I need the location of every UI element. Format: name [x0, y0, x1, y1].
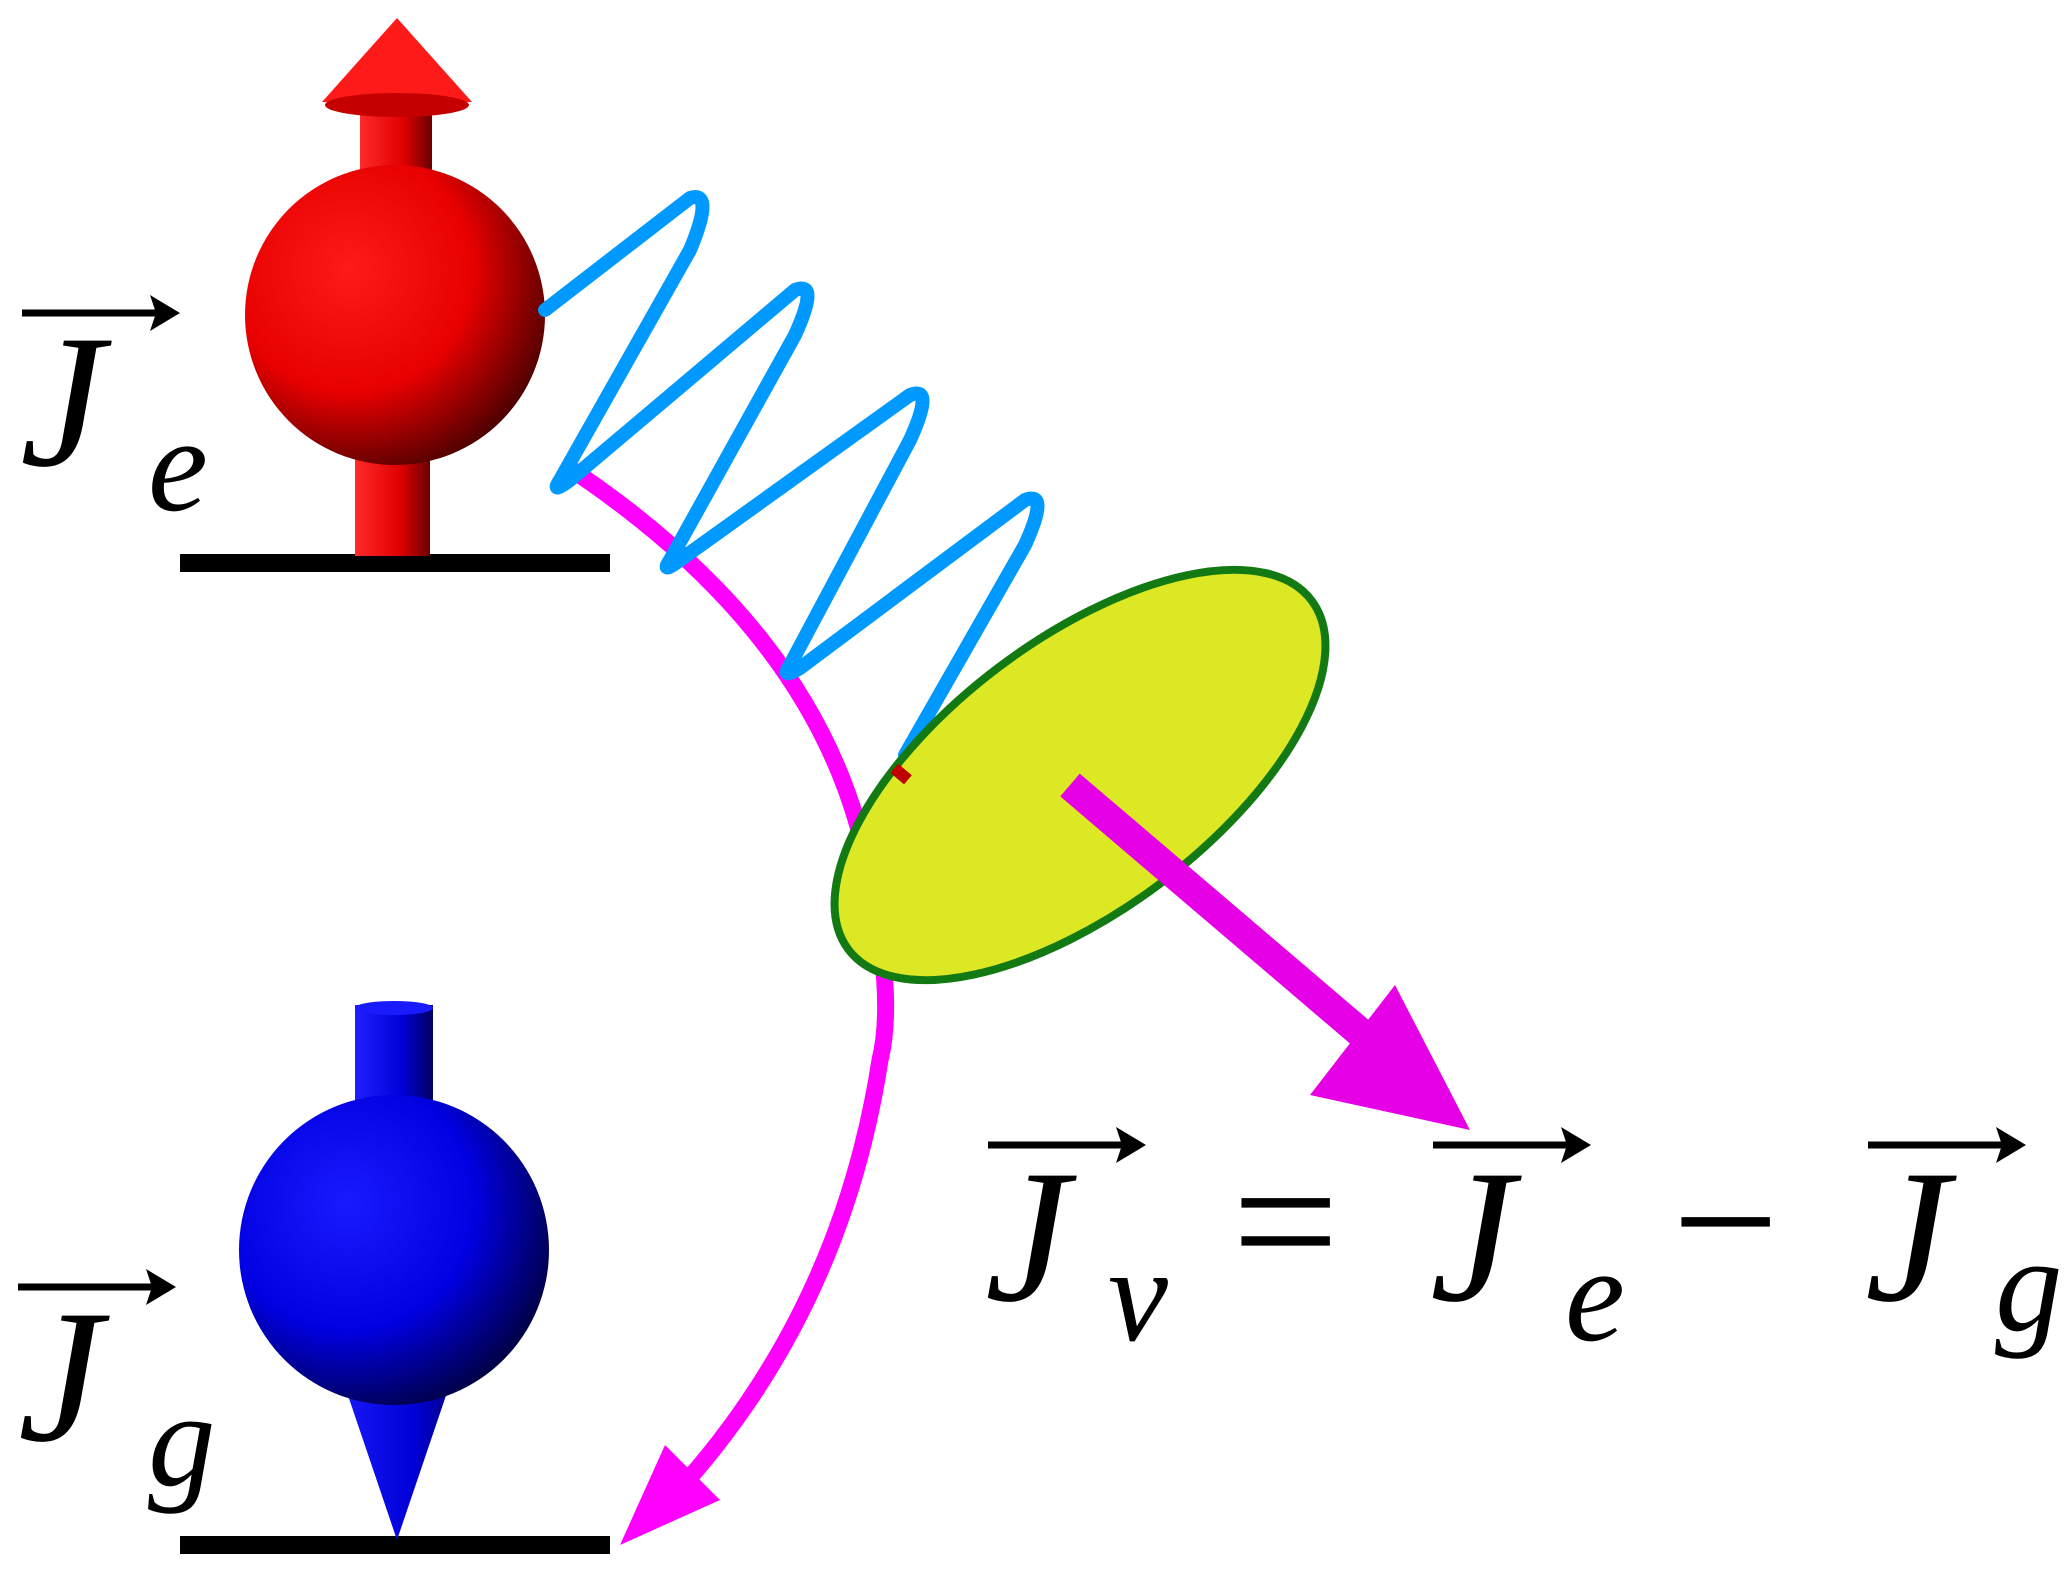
equation-lhs-symbol: J [985, 1132, 1077, 1342]
equation-equals: = [1232, 1117, 1339, 1327]
disc-marker [890, 763, 912, 785]
label-j-g-symbol: J [18, 1272, 110, 1482]
spin-up-icon [245, 18, 545, 556]
equation-term1-subscript: e [1565, 1221, 1625, 1370]
transition-arrowhead [620, 1445, 720, 1545]
transition-arc [560, 457, 895, 1511]
equation-term1-symbol: J [1430, 1132, 1522, 1342]
equation: J ν = J e − J g [985, 1117, 2063, 1370]
emission-arrowhead [1310, 985, 1470, 1130]
label-j-e-subscript: e [148, 391, 208, 540]
emission-arrow-shaft [1060, 773, 1420, 1087]
wave-packet-icon [538, 190, 1045, 762]
equation-term2-subscript: g [1995, 1211, 2063, 1360]
equation-minus: − [1672, 1117, 1779, 1327]
label-j-g: J g [18, 1269, 216, 1515]
equation-term2-symbol: J [1865, 1132, 1957, 1342]
label-j-g-subscript: g [148, 1366, 216, 1515]
spin-down-icon [239, 1001, 549, 1540]
label-j-e-symbol: J [20, 297, 112, 507]
equation-lhs-subscript: ν [1108, 1221, 1168, 1370]
label-j-e: J e [20, 295, 208, 540]
